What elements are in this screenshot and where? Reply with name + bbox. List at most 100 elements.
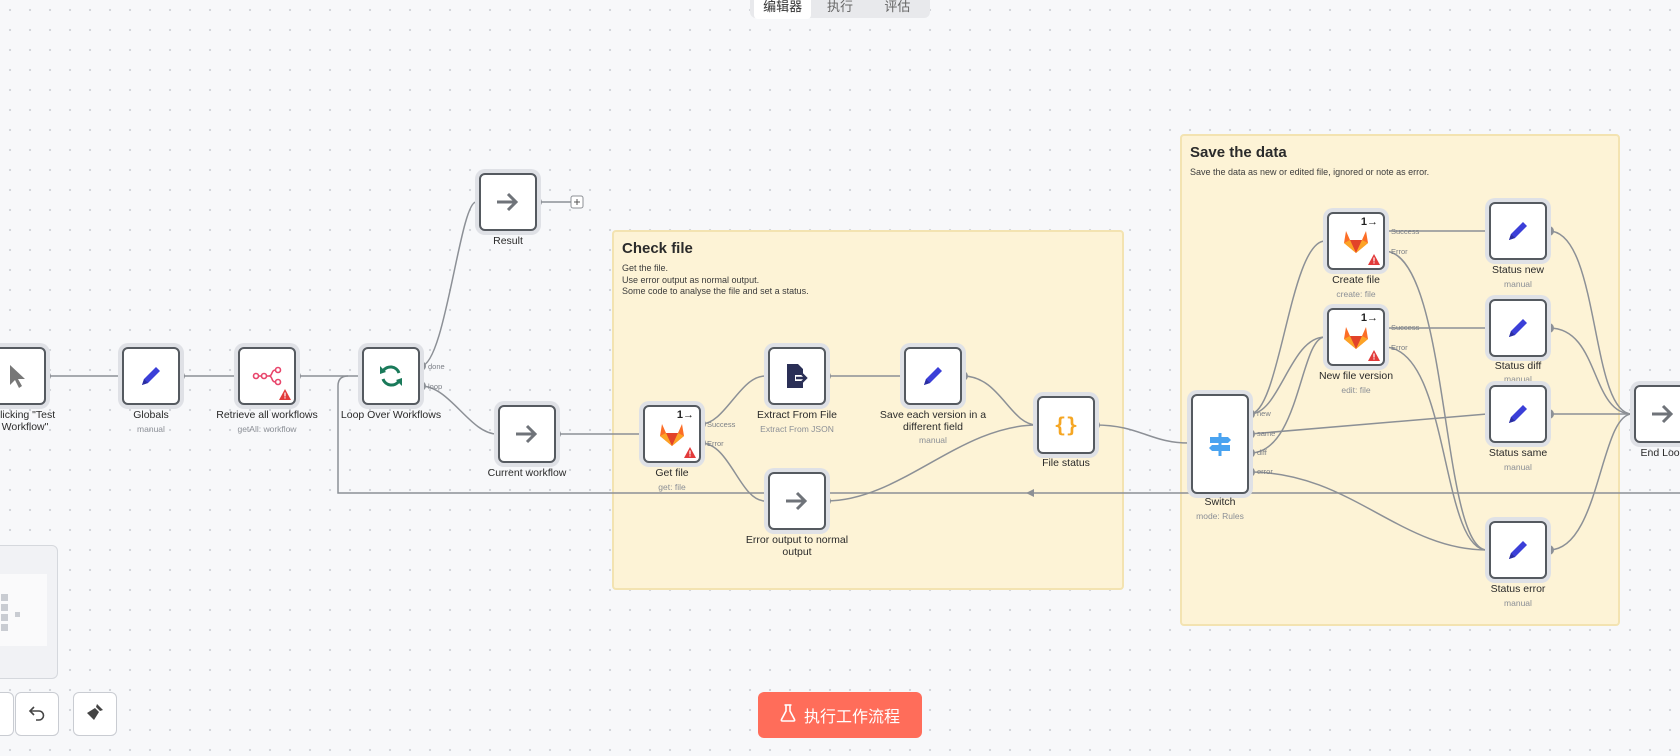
port-label-success: Success (1391, 323, 1420, 332)
node-new-file-version[interactable]: 1→ (1327, 308, 1385, 366)
node-subtitle: mode: Rules (1196, 511, 1244, 521)
node-label: Current workflow (487, 467, 567, 479)
node-status-new[interactable] (1489, 202, 1547, 260)
sticky-desc: Get the file. Use error output as normal… (622, 263, 809, 296)
node-label: Loop Over Workflows (340, 409, 442, 421)
arrow-right-icon (784, 490, 810, 512)
node-subtitle: manual (1504, 462, 1532, 472)
port-label-error: Error (707, 439, 724, 448)
sticky-title: Check file (622, 240, 693, 257)
node-result[interactable] (479, 173, 537, 231)
warning-icon (684, 447, 696, 458)
node-label: Status error (1490, 583, 1546, 595)
node-status-diff[interactable] (1489, 299, 1547, 357)
node-end-loop[interactable] (1634, 385, 1680, 443)
warning-icon (279, 389, 291, 400)
sticky-title: Save the data (1190, 144, 1287, 161)
execute-once-badge: 1→ (1360, 216, 1378, 228)
node-create-file[interactable]: 1→ (1327, 212, 1385, 270)
clear-execution-button[interactable] (73, 692, 117, 736)
node-label: Switch (1204, 496, 1236, 508)
port-label-same: same (1257, 429, 1276, 438)
node-subtitle: create: file (1336, 289, 1376, 299)
node-current-workflow[interactable] (498, 405, 556, 463)
node-label: Status new (1492, 264, 1544, 276)
node-label: Globals (133, 409, 169, 421)
node-error-output[interactable] (768, 472, 826, 530)
execute-workflow-label: 执行工作流程 (803, 709, 900, 726)
code-braces-icon: {} (1052, 411, 1080, 439)
tab-evaluations[interactable]: 评估 (884, 0, 911, 14)
node-file-status[interactable]: {} (1037, 396, 1095, 454)
pencil-icon (919, 362, 947, 390)
pencil-icon (137, 362, 165, 390)
port-label-error: error (1257, 467, 1273, 476)
node-subtitle: get: file (658, 482, 686, 492)
node-loop-over-workflows[interactable] (362, 347, 420, 405)
tab-executions[interactable]: 执行 (826, 0, 853, 14)
node-manual-trigger[interactable] (0, 347, 46, 405)
gitlab-icon (1342, 228, 1370, 254)
node-label: Retrieve all workflows (216, 409, 318, 421)
pencil-icon (1504, 217, 1532, 245)
port-label-error: Error (1391, 343, 1408, 352)
gitlab-icon (658, 421, 686, 447)
port-label-success: Success (1391, 227, 1420, 236)
node-label: File status (1042, 457, 1090, 469)
partial-tool-button[interactable] (0, 692, 14, 736)
node-status-error[interactable] (1489, 521, 1547, 579)
node-subtitle: getAll: workflow (237, 424, 297, 434)
arrow-right-icon (495, 191, 521, 213)
node-subtitle: manual (137, 424, 165, 434)
node-label: Get file (655, 467, 689, 479)
node-status-same[interactable] (1489, 385, 1547, 443)
node-subtitle: manual (1504, 279, 1532, 289)
file-extract-icon (784, 362, 810, 390)
node-globals[interactable] (122, 347, 180, 405)
undo-button[interactable] (15, 692, 59, 736)
gitlab-icon (1342, 324, 1370, 350)
execute-once-badge: 1→ (676, 409, 694, 421)
cursor-icon (4, 362, 30, 390)
warning-icon (1368, 350, 1380, 361)
node-switch[interactable] (1191, 394, 1249, 494)
pencil-icon (1504, 400, 1532, 428)
node-label: Status diff (1494, 360, 1542, 372)
node-label: Result (493, 235, 523, 247)
warning-icon (1368, 254, 1380, 265)
minimap[interactable] (0, 545, 58, 679)
node-label: Extract From File (757, 409, 837, 421)
node-label: Status same (1488, 447, 1548, 459)
pencil-icon (1504, 314, 1532, 342)
node-label: Save each version in a different field (879, 409, 987, 433)
port-label-new: new (1257, 409, 1271, 418)
node-label: clicking "Test Workflow" (0, 409, 56, 433)
node-label: New file version (1318, 370, 1394, 382)
signpost-icon (1206, 430, 1234, 458)
broom-icon (85, 702, 105, 727)
node-label: End Loop (1640, 447, 1680, 459)
port-label-success: Success (707, 420, 736, 429)
n8n-icon (252, 366, 282, 386)
flask-icon (780, 703, 796, 727)
execute-workflow-button[interactable]: 执行工作流程 (758, 692, 922, 738)
arrow-right-icon (1650, 403, 1676, 425)
tab-editor[interactable]: 编辑器 (754, 0, 812, 19)
node-subtitle: edit: file (1341, 385, 1371, 395)
port-label-loop: loop (428, 382, 443, 391)
port-label-done: done (428, 362, 445, 371)
loop-icon (377, 362, 405, 390)
node-subtitle: manual (919, 435, 947, 445)
node-subtitle: manual (1504, 374, 1532, 384)
node-retrieve-workflows[interactable] (238, 347, 296, 405)
execute-once-badge: 1→ (1360, 312, 1378, 324)
node-save-each-version[interactable] (904, 347, 962, 405)
node-extract-from-file[interactable] (768, 347, 826, 405)
node-label: Create file (1332, 274, 1380, 286)
port-label-error: Error (1391, 247, 1408, 256)
node-subtitle: Extract From JSON (760, 424, 834, 434)
view-tabs: 编辑器 执行 评估 (750, 0, 930, 19)
sticky-desc: Save the data as new or edited file, ign… (1190, 167, 1430, 177)
node-get-file[interactable]: 1→ (643, 405, 701, 463)
pencil-icon (1504, 536, 1532, 564)
